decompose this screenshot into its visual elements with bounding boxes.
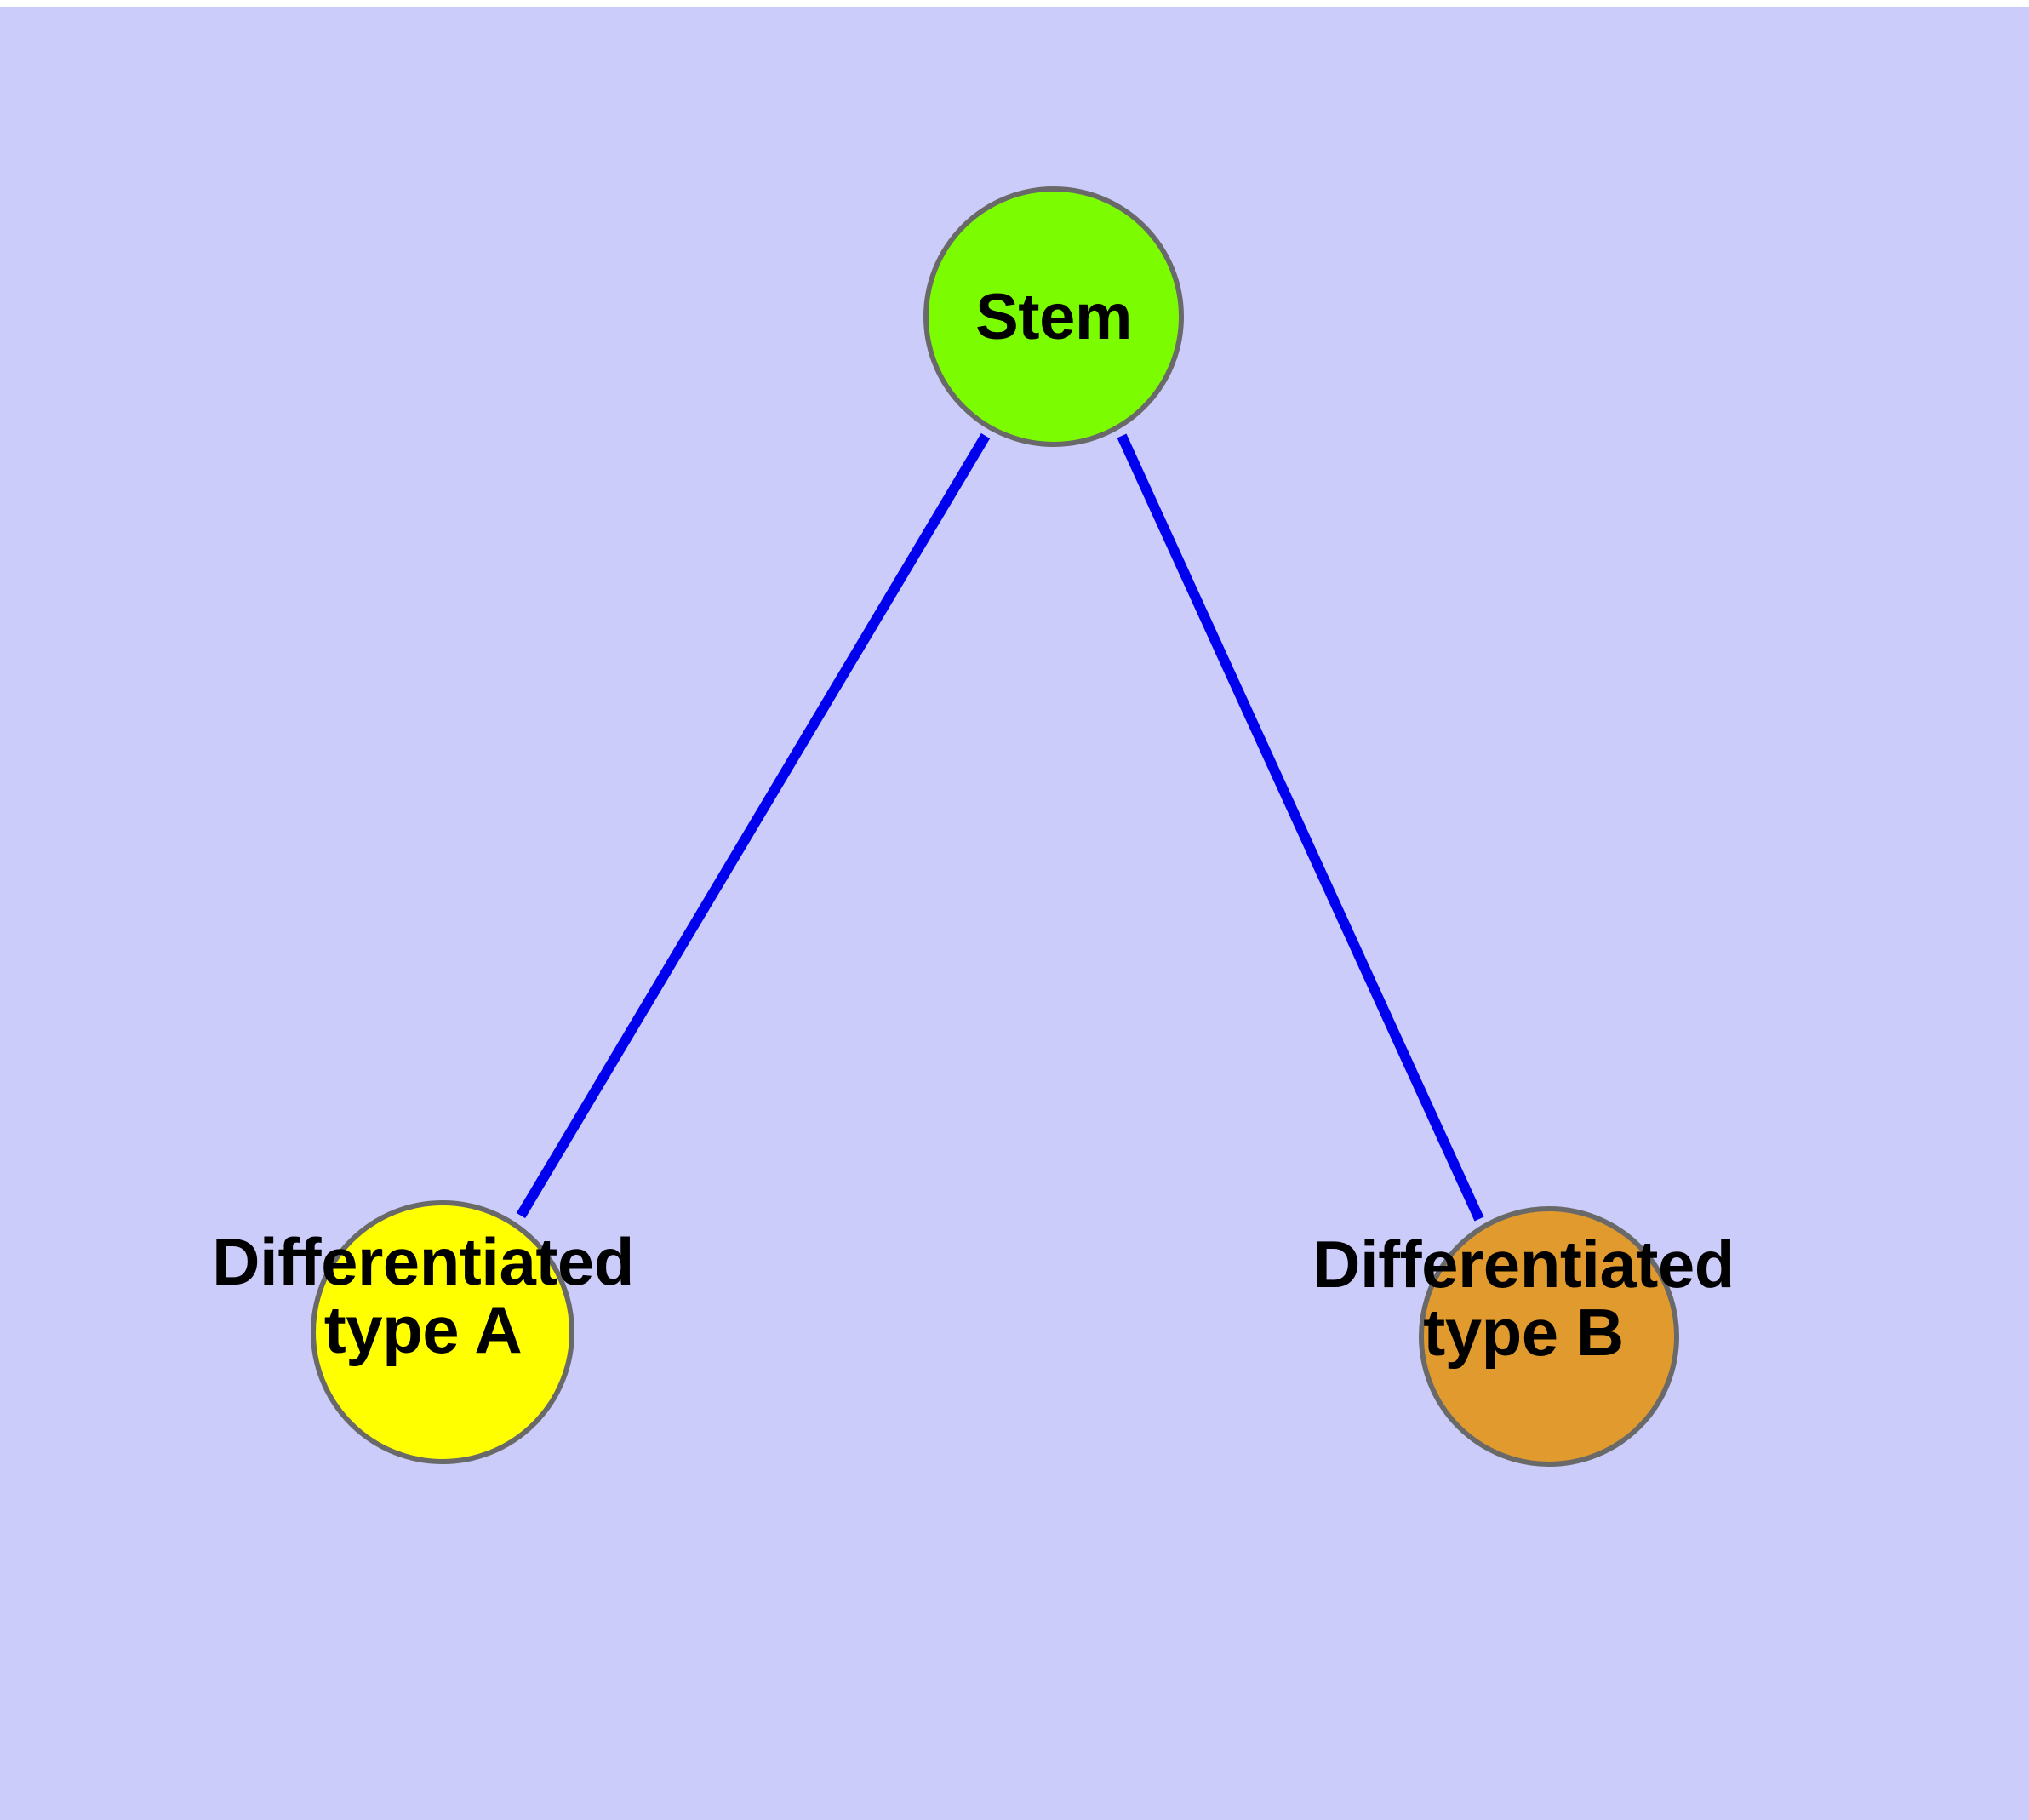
edge-stem-to-differentiated-type-b[interactable] xyxy=(1117,433,1484,1222)
node-layer xyxy=(311,186,1679,1467)
edge-stem-to-differentiated-type-a[interactable] xyxy=(516,432,991,1219)
node-differentiated-type-a[interactable] xyxy=(311,1200,574,1464)
edge-layer xyxy=(516,432,1484,1222)
node-stem[interactable] xyxy=(923,186,1184,447)
node-differentiated-type-b[interactable] xyxy=(1419,1206,1679,1467)
